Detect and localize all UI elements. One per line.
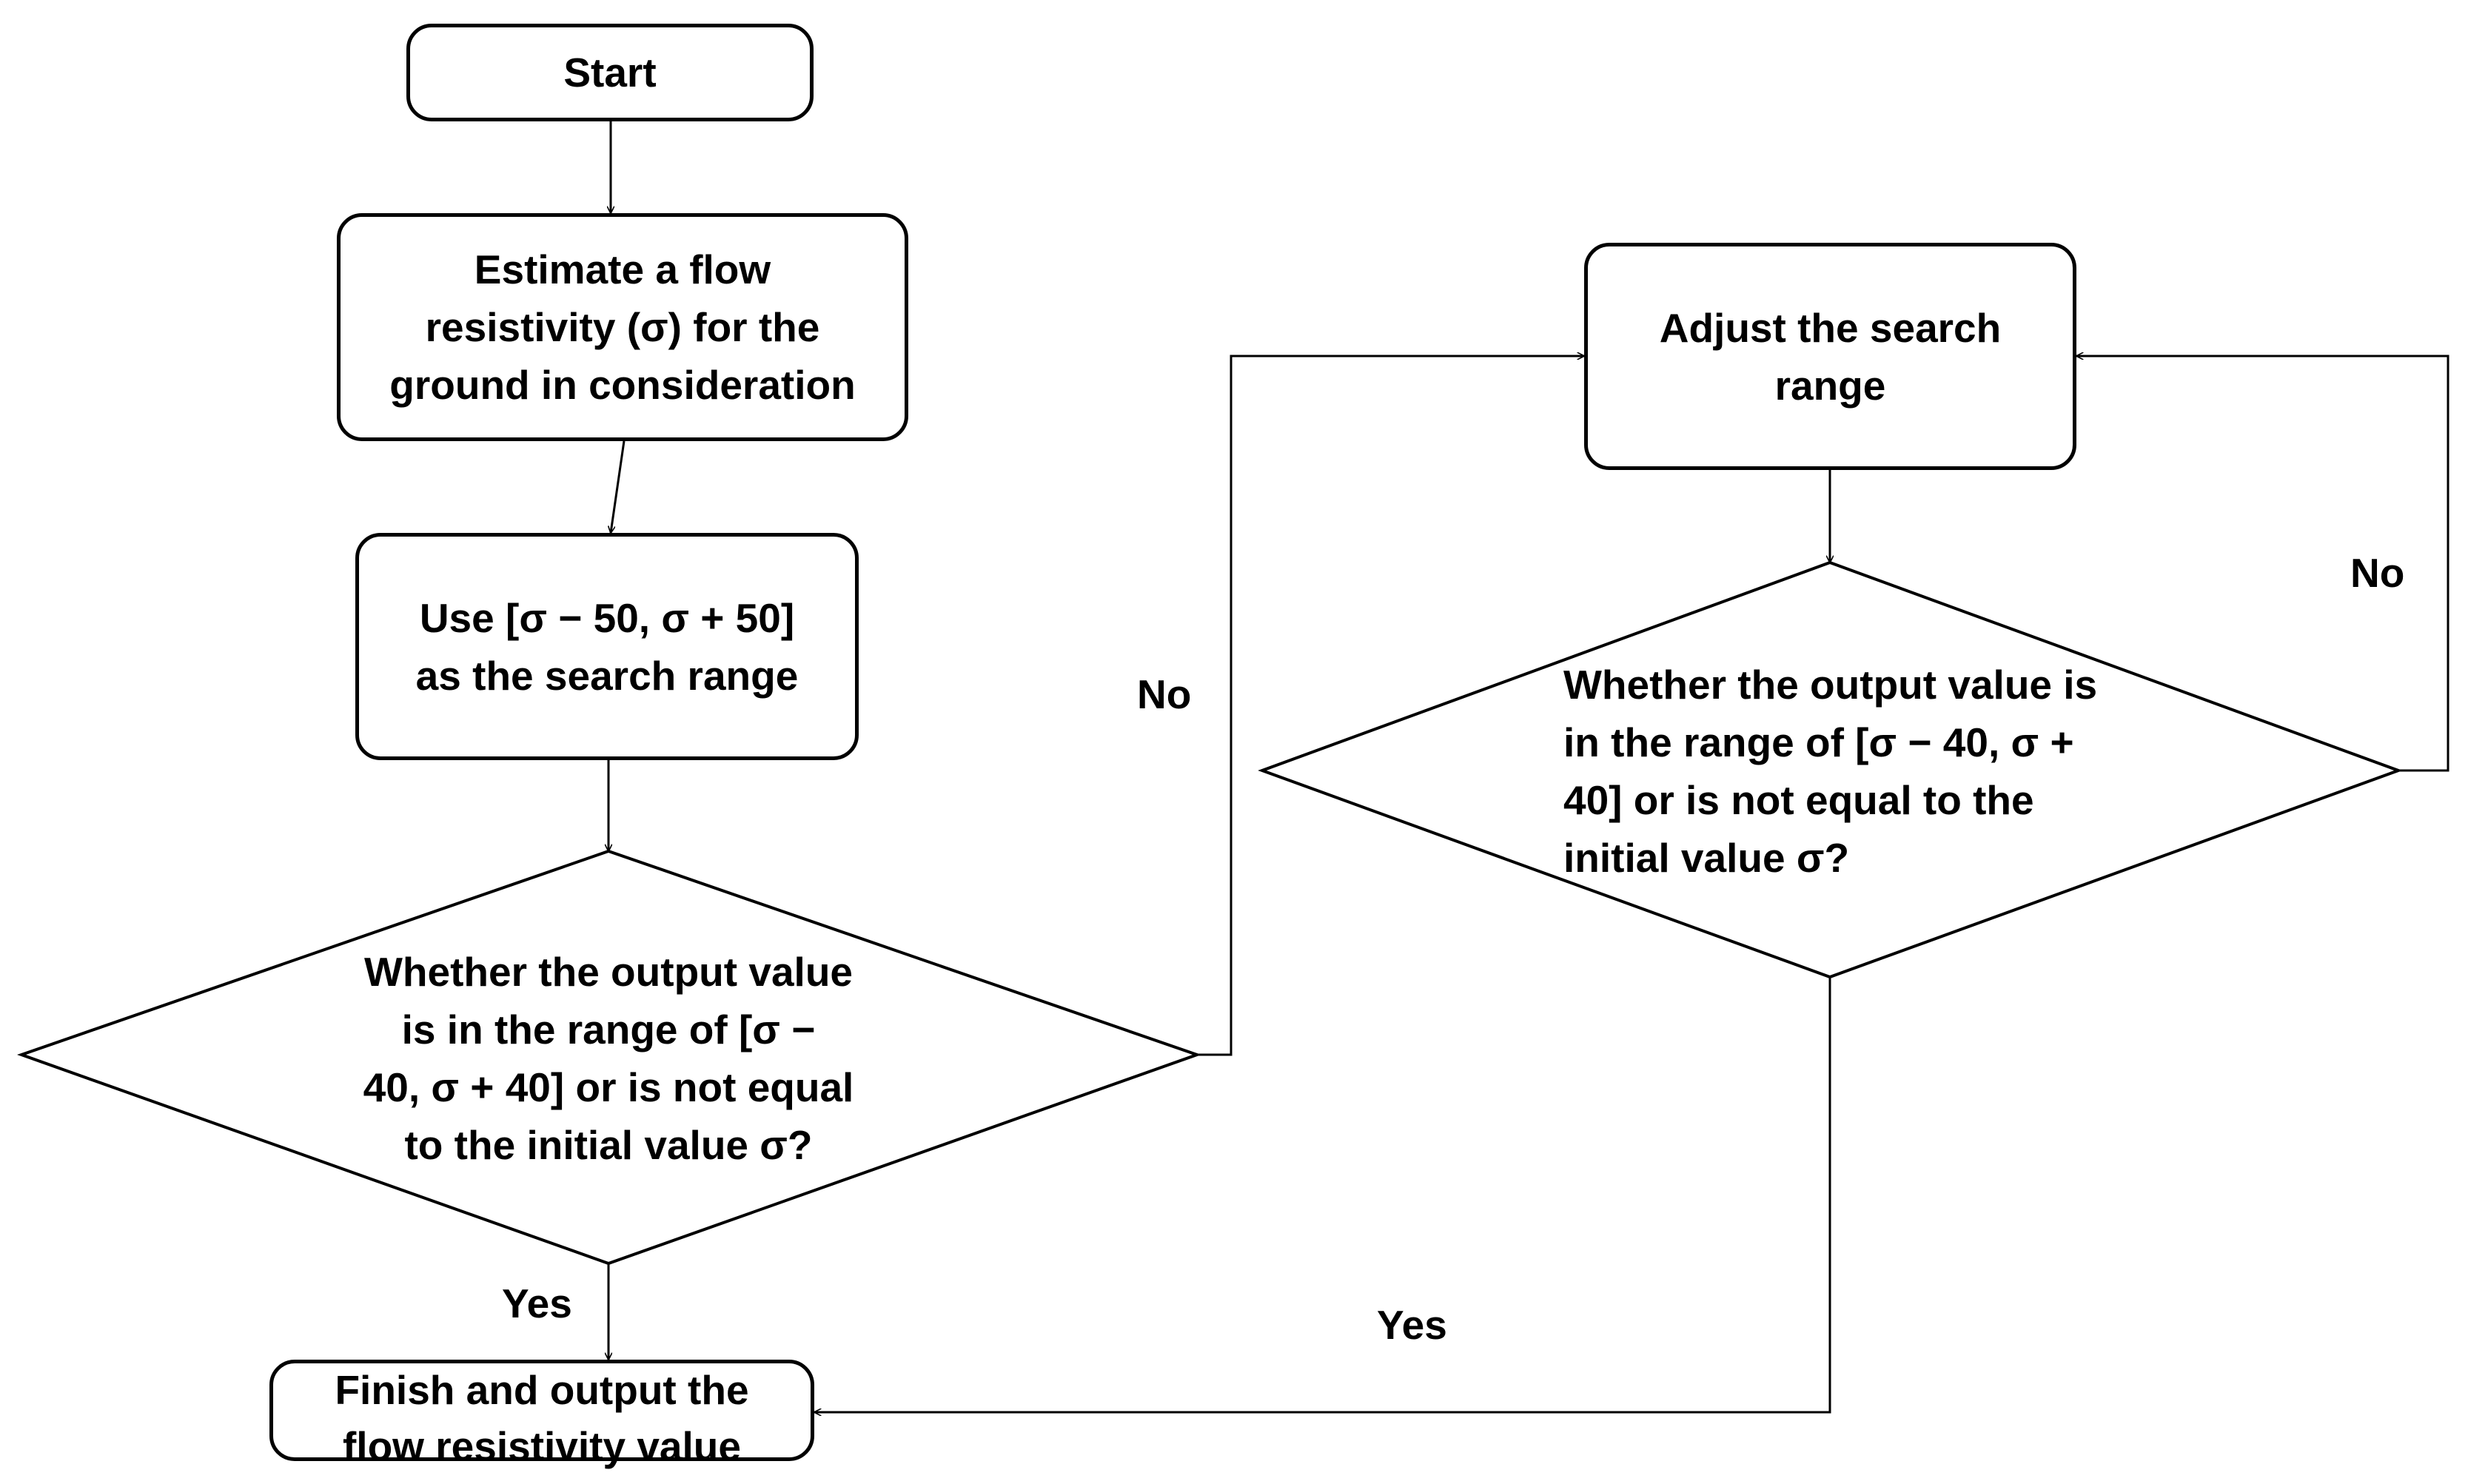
decision2-no-label: No [2350,550,2405,596]
estimate-line-3: ground in consideration [389,362,856,408]
decision2-line-1: Whether the output value is [1563,662,2098,708]
decision1-line-3: 40, σ + 40] or is not equal [363,1064,854,1110]
use-range-line-2: as the search range [415,652,799,699]
arrow-decision1-no-to-adjust [1197,356,1584,1056]
decision2-diamond [1258,560,2403,979]
adjust-line-2: range [1774,362,1886,409]
adjust-line-1: Adjust the search [1659,304,2002,351]
arrow-decision2-no-to-adjust [2076,356,2449,772]
decision1-text: Whether the output value is in the range… [296,943,921,1174]
finish-node: Finish and output the flow resistivity v… [269,1360,814,1469]
estimate-line-2: resistivity (σ) for the [425,304,820,350]
estimate-node: Estimate a flow resistivity (σ) for the … [337,213,908,441]
arrow-decision2-yes-to-finish [814,977,1831,1412]
decision2-text: Whether the output value is in the range… [1563,656,2170,887]
start-node: Start [406,24,814,121]
decision2-line-4: initial value σ? [1563,835,1850,881]
arrow-estimate-to-use-range [611,440,626,533]
decision1-yes-label: Yes [502,1280,572,1326]
decision1-diamond [16,849,1202,1266]
adjust-node: Adjust the search range [1584,243,2076,470]
finish-line-1: Finish and output the [335,1367,749,1413]
estimate-line-1: Estimate a flow [474,246,771,292]
finish-line-2: flow resistivity value [342,1423,741,1469]
use-range-line-1: Use [σ − 50, σ + 50] [419,594,795,641]
decision2-line-2: in the range of [σ − 40, σ + [1563,719,2074,765]
decision2-line-3: 40] or is not equal to the [1563,777,2034,823]
decision1-line-4: to the initial value σ? [404,1122,813,1168]
decision1-no-label: No [1137,671,1192,717]
start-node-label: Start [563,50,657,95]
decision1-line-2: is in the range of [σ − [401,1007,816,1052]
use-range-node: Use [σ − 50, σ + 50] as the search range [355,533,859,760]
decision2-yes-label: Yes [1377,1302,1447,1348]
decision1-line-1: Whether the output value [364,949,853,995]
